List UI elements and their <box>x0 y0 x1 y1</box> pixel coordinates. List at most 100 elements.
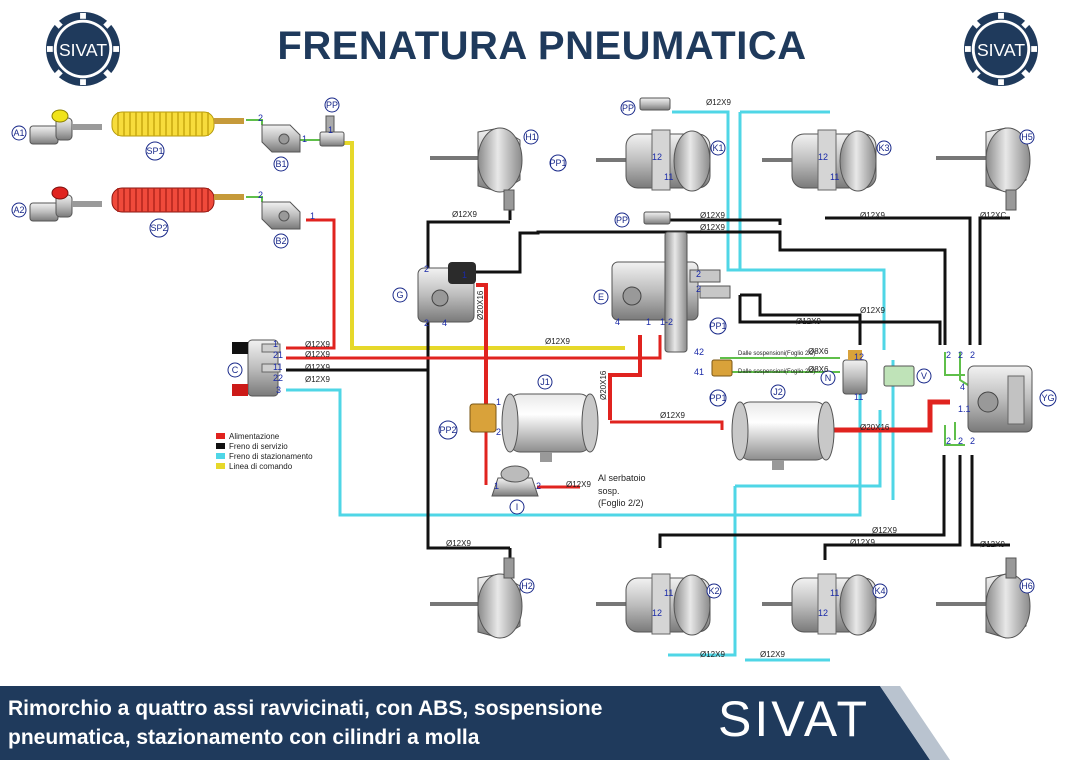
tag-k1: K1 <box>712 143 723 153</box>
test-point-pp2 <box>469 403 497 433</box>
pipe-label-i: Ø12X9 <box>566 480 591 489</box>
test-point-pp-k1-low <box>643 211 671 225</box>
coupling-block-c <box>232 339 281 397</box>
tag-b2: B2 <box>275 236 286 246</box>
port-b1-1: 1 <box>302 134 307 144</box>
coiled-hose-sp2 <box>111 187 244 213</box>
component-tag-labels: A1 A2 SP1 SP2 B1 B2 PP C G E PP PP PP1 P… <box>13 100 1054 596</box>
valve-v <box>883 365 915 387</box>
tag-j1: J1 <box>540 377 550 387</box>
tag-e: E <box>598 292 604 302</box>
pipe-label-g-vertical: Ø20X16 <box>476 290 485 320</box>
port-k1-11: 11 <box>664 172 673 182</box>
port-c-11: 11 <box>273 362 282 372</box>
valve-i <box>491 465 539 497</box>
legend-swatch-alimentazione <box>216 433 225 439</box>
logo-text: SIVAT <box>977 40 1025 60</box>
tag-j2: J2 <box>773 387 783 397</box>
air-tank-j2 <box>731 401 835 470</box>
port-b2-1: 1 <box>310 211 315 221</box>
spring-brake-k3 <box>762 129 877 192</box>
test-point-pp-top <box>319 115 345 147</box>
pipe-label-susp-2: Ø8X6 <box>808 365 829 374</box>
coiled-hose-sp1 <box>111 111 244 137</box>
coupling-a2 <box>29 186 102 222</box>
port-yg-2b: 2 <box>958 350 963 360</box>
tag-yg: YG <box>1041 393 1054 403</box>
ebs-modulator-e <box>611 231 731 353</box>
port-yg-2e: 2 <box>958 436 963 446</box>
port-pp2-2: 2 <box>496 427 501 437</box>
footer-caption: Rimorchio a quattro assi ravvicinati, co… <box>8 694 708 752</box>
legend-swatch-comando <box>216 463 225 469</box>
pipe-label-k1-low: Ø12X9 <box>700 211 725 220</box>
pipe-label-k3: Ø12X9 <box>860 211 885 220</box>
tag-pp-top: PP <box>326 100 338 110</box>
tag-pp1-top: PP1 <box>709 321 726 331</box>
footer-bar <box>0 686 950 760</box>
brake-chamber-h1 <box>430 127 523 211</box>
spring-brake-k1 <box>596 129 711 192</box>
serbatoio-note: Al serbatoio sosp. (Foglio 2/2) <box>598 473 646 508</box>
test-point-pp1 <box>711 359 733 377</box>
pipe-label-yellow: Ø12X9 <box>545 337 570 346</box>
port-pp2-1: 1 <box>496 397 501 407</box>
footer-caption-line1: Rimorchio a quattro assi ravvicinati, co… <box>8 697 603 720</box>
tag-k2: K2 <box>708 586 719 596</box>
pipe-label-e-right2: Ø12X9 <box>796 317 821 326</box>
note-serbatoio-2: sosp. <box>598 486 620 496</box>
tag-h2: H2 <box>521 581 533 591</box>
port-42: 42 <box>694 347 704 357</box>
note-serbatoio-3: (Foglio 2/2) <box>598 498 644 508</box>
port-k4-12: 12 <box>818 608 828 618</box>
tag-sp1: SP1 <box>146 146 163 156</box>
legend-swatch-servizio <box>216 443 225 449</box>
spring-brake-k2 <box>596 573 711 636</box>
pipe-label-h6: Ø12X9 <box>980 540 1005 549</box>
coupling-a1 <box>29 109 102 145</box>
port-i-2: 2 <box>536 481 541 491</box>
pipe-label-h2: Ø12X9 <box>446 539 471 548</box>
spring-brake-k4 <box>762 573 877 636</box>
tag-h1: H1 <box>525 132 537 142</box>
tag-v: V <box>921 371 927 381</box>
tag-a1: A1 <box>13 128 24 138</box>
pipe-label-e-right: Ø12X9 <box>860 306 885 315</box>
page-title: FRENATURA PNEUMATICA <box>277 24 807 68</box>
pipe-label-c21: Ø12X9 <box>305 350 330 359</box>
pipe-label-k4-line: Ø12X9 <box>850 538 875 547</box>
pipe-label-j1-j2: Ø12X9 <box>660 411 685 420</box>
port-yg-2f: 2 <box>970 436 975 446</box>
logo-text: SIVAT <box>59 40 107 60</box>
tag-g: G <box>396 290 403 300</box>
comando-line <box>343 141 625 350</box>
port-yg-11: 1.1 <box>958 404 971 414</box>
pipe-label-susp-1: Ø8X6 <box>808 347 829 356</box>
abs-module-yg <box>967 365 1033 433</box>
footer-brand: SIVAT <box>718 691 871 747</box>
port-b2-2: 2 <box>258 190 263 200</box>
port-k3-11: 11 <box>830 172 839 182</box>
tag-pp2: PP2 <box>439 425 456 435</box>
port-g-2-top: 2 <box>424 264 429 274</box>
component-tags <box>11 97 1057 599</box>
port-k1-12: 12 <box>652 152 662 162</box>
port-e-2b: 2 <box>696 284 701 294</box>
tag-pp-k1: PP <box>622 103 634 113</box>
port-c-21: 21 <box>273 350 283 360</box>
sivat-logo-left: SIVAT <box>45 11 121 87</box>
port-k4-11: 11 <box>830 588 839 598</box>
port-yg-2a: 2 <box>946 350 951 360</box>
tag-h5: H5 <box>1021 132 1033 142</box>
port-g-2: 2 <box>424 318 429 328</box>
pipe-label-c1: Ø12X9 <box>305 340 330 349</box>
port-k2-12: 12 <box>652 608 662 618</box>
pipe-label-j2-yg: Ø20X16 <box>860 423 890 432</box>
note-serbatoio-1: Al serbatoio <box>598 473 646 483</box>
port-e-12: 1-2 <box>660 317 673 327</box>
tag-k4: K4 <box>874 586 885 596</box>
port-k2-11: 11 <box>664 588 673 598</box>
tag-b1: B1 <box>275 159 286 169</box>
green-fittings <box>246 119 969 446</box>
port-b1-2: 2 <box>258 113 263 123</box>
